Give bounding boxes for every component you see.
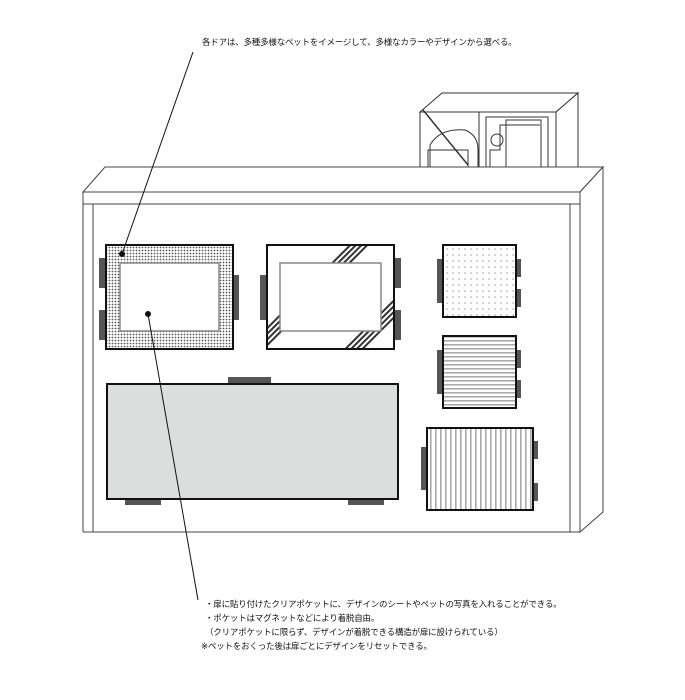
door-2-striped xyxy=(260,244,401,350)
leader-lines xyxy=(119,51,199,601)
clear-pocket xyxy=(119,262,220,332)
bottom-annotations: ・扉に貼り付けたクリアポケットに、デザインのシートやペットの写真を入れることがで… xyxy=(201,598,562,654)
annotation-line-3: （クリアポケットに限らず、デザインが着脱できる構造が扉に設けられている） xyxy=(205,628,503,638)
annotation-line-4: ※ペットをおくった後は扉ごとにデザインをリセットできる。 xyxy=(201,642,432,652)
door-5-vertical-lines xyxy=(421,427,538,511)
door-3-sparse-dots xyxy=(437,244,521,318)
door-1-dotted xyxy=(99,244,239,350)
annotation-line-1: ・扉に貼り付けたクリアポケットに、デザインのシートやペットの写真を入れることがで… xyxy=(205,600,562,610)
door-6-plain-gray xyxy=(106,377,399,505)
clear-pocket xyxy=(279,262,382,332)
cabinet-body xyxy=(81,165,605,534)
door-4-horizontal-lines xyxy=(437,335,521,409)
annotation-line-2: ・ポケットはマグネットなどにより着脱自由。 xyxy=(205,614,380,624)
top-annotation: 各ドアは、多種多様なペットをイメージして、多様なカラーやデザインから選べる。 xyxy=(202,38,517,48)
